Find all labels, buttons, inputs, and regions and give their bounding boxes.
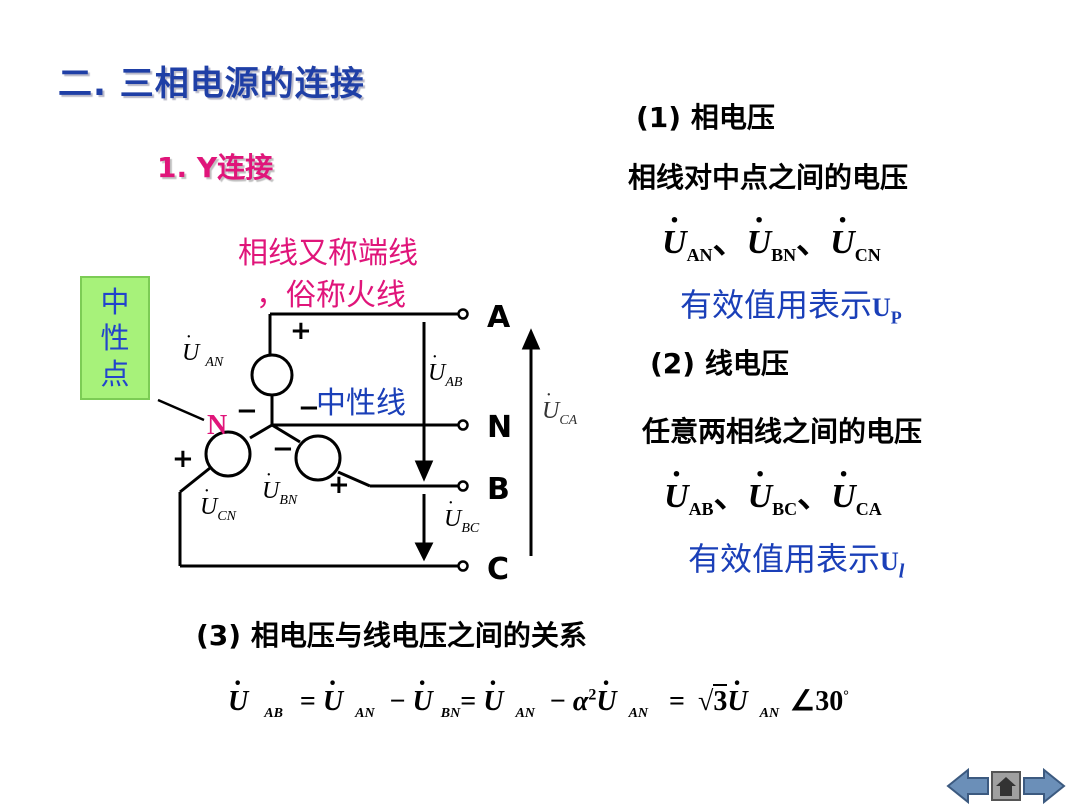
line-voltage-heading: (2) 线电压 <box>650 347 789 380</box>
arrow-left-icon[interactable] <box>946 767 989 805</box>
phase-voltage-heading: (1) 相电压 <box>636 101 775 134</box>
page-title: 二. 三相电源的连接 <box>58 64 365 104</box>
line-voltage-symbols: ·UAB、·UBC、·UCA <box>664 456 882 519</box>
label-u-ab: ·UAB <box>428 346 463 390</box>
source-an-coil <box>250 353 294 397</box>
sign-bn-minus: − <box>272 434 294 464</box>
terminal-a-label: A <box>487 300 511 335</box>
line-effective-text: 有效值用表示Ul <box>688 540 905 583</box>
source-bn-coil <box>294 434 342 482</box>
sign-n-minus: − <box>298 393 320 423</box>
label-u-ca: ·UCA <box>542 384 578 428</box>
relation-heading: (3) 相电压与线电压之间的关系 <box>196 619 587 652</box>
terminal-n-label: N <box>487 410 513 445</box>
label-u-cn: ·UCN <box>200 480 237 524</box>
sign-an-minus: − <box>236 396 258 426</box>
terminal-c-label: C <box>487 552 510 587</box>
section-subtitle: 1. Y连接 <box>157 151 274 184</box>
arrow-right-icon[interactable] <box>1023 767 1066 805</box>
line-voltage-desc: 任意两相线之间的电压 <box>642 415 923 448</box>
label-u-bn: ·UBN <box>262 464 298 508</box>
phase-effective-text: 有效值用表示UP <box>680 286 902 328</box>
neutral-line-label: 中性线 <box>316 386 406 421</box>
sign-an-plus: + <box>290 316 312 346</box>
phase-voltage-desc: 相线对中点之间的电压 <box>628 161 909 194</box>
phase-line-callout-1: 相线又称端线 <box>238 236 418 271</box>
source-cn-coil <box>204 430 252 478</box>
neutral-point-box: 中性点 <box>80 276 150 400</box>
terminal-b-label: B <box>487 472 510 507</box>
home-icon[interactable] <box>991 771 1021 801</box>
sign-cn-plus: + <box>172 444 194 474</box>
phase-line-callout-2: ，俗称火线 <box>256 278 406 313</box>
sign-bn-plus: + <box>328 470 350 500</box>
phase-voltage-symbols: ·UAN、·UBN、·UCN <box>662 202 881 265</box>
node-n-label: N <box>207 410 228 441</box>
label-u-an: ·U AN <box>182 326 224 370</box>
slide-nav <box>946 767 1066 805</box>
neutral-point-label: 中性点 <box>100 285 130 391</box>
label-u-bc: ·UBC <box>444 492 480 536</box>
